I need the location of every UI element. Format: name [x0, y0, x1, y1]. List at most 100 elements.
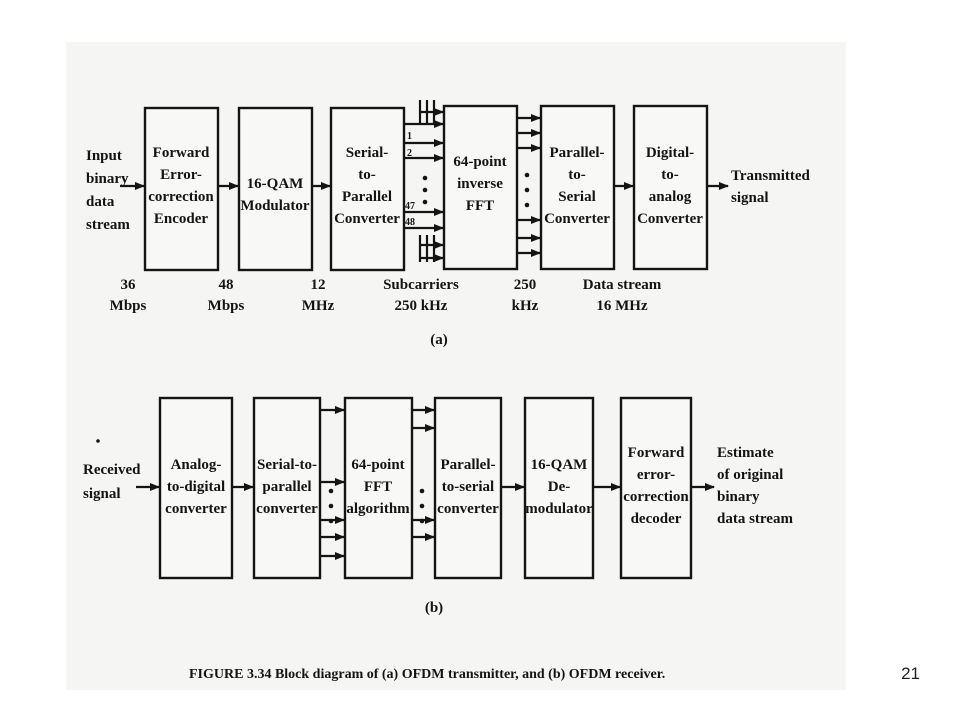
label-line: signal [731, 190, 769, 206]
label-line: to-digital [167, 479, 225, 495]
label-line: kHz [512, 298, 539, 314]
label-line: to- [568, 167, 586, 183]
label-line: FFT [466, 198, 494, 214]
label-line: 16-QAM [247, 176, 304, 192]
rx-bus-1-ellipsis-dot [328, 518, 334, 524]
label-line: 250 [514, 277, 537, 293]
label-line: 250 kHz [395, 298, 448, 314]
tx-qam-modulator-block: 16-QAM Modulator [237, 106, 314, 272]
label-line: Error- [160, 167, 202, 183]
tx-rate-subcarriers: Subcarriers 250 kHz [383, 277, 459, 314]
tx-bus-in-ellipsis-dot [422, 187, 428, 193]
label-line: Estimate [717, 445, 774, 461]
tx-caption: (a) [430, 332, 448, 348]
tx-subcarrier-index-2: 2 [407, 148, 412, 159]
label-line: analog [649, 189, 692, 205]
receiver-diagram: Received signal Analog-to-digital converte… [83, 396, 793, 616]
label-line: parallel [262, 479, 311, 495]
rx-fec-decoder-label: Forward error-correction decoder [623, 445, 689, 527]
label-line: correction [148, 189, 214, 205]
figure-caption: FIGURE 3.34 Block diagram of (a) OFDM tr… [189, 667, 665, 682]
scan-speck [96, 439, 100, 443]
rx-bus-2-ellipsis-dot [419, 503, 425, 509]
label-line: Analog- [171, 457, 222, 473]
label-line: data stream [717, 511, 793, 527]
label-line: De- [548, 479, 571, 495]
label-line: Modulator [240, 198, 310, 214]
label-line: Subcarriers [383, 277, 459, 293]
rx-fec-decoder-block: Forward error-correction decoder [619, 396, 693, 580]
label-line: converter [165, 501, 227, 517]
label-line: to- [661, 167, 679, 183]
rx-bus-2-ellipsis-dot [419, 488, 425, 494]
rx-adc-block: Analog-to-digital converter [158, 396, 234, 580]
tx-subcarrier-index-47: 47 [405, 201, 415, 212]
label-line: Data stream [583, 277, 662, 293]
label-line: 36 [121, 277, 137, 293]
label-line: Converter [637, 211, 703, 227]
label-line: Received [83, 462, 141, 478]
rx-caption: (b) [425, 600, 443, 616]
rx-parallel-bus-sp-to-fft [320, 406, 345, 560]
label-line: 48 [219, 277, 234, 293]
rx-bus-2-ellipsis-dot [419, 518, 425, 524]
label-line: Parallel- [441, 457, 496, 473]
rx-input-label: Received signal [83, 462, 141, 502]
label-line: of original [717, 467, 783, 483]
label-line: decoder [631, 511, 682, 527]
label-line: inverse [457, 176, 503, 192]
tx-subcarrier-index-48: 48 [405, 217, 415, 228]
tx-rate-fft-out: 250 kHz [512, 277, 539, 314]
label-line: 64-point [453, 154, 506, 170]
label-line: data [86, 194, 115, 210]
rx-parallel-bus-fft-to-ps [412, 406, 435, 541]
label-line: signal [83, 486, 121, 502]
label-line: Converter [334, 211, 400, 227]
label-line: Mbps [208, 298, 245, 314]
rx-bus-1-ellipsis-dot [328, 488, 334, 494]
label-line: MHz [302, 298, 335, 314]
label-line: Forward [628, 445, 685, 461]
label-line: binary [86, 171, 129, 187]
label-line: 16-QAM [531, 457, 588, 473]
label-line: Encoder [154, 211, 209, 227]
tx-bus-in-ellipsis-dot [422, 199, 428, 205]
label-line: Input [86, 148, 122, 164]
label-line: FFT [364, 479, 392, 495]
label-line: Mbps [110, 298, 147, 314]
tx-subcarrier-index-1: 1 [407, 131, 412, 142]
label-line: Parallel [342, 189, 392, 205]
label-line: correction [623, 489, 689, 505]
label-line: to- [358, 167, 376, 183]
label-line: 12 [311, 277, 326, 293]
tx-bus-in-ellipsis-dot [422, 175, 428, 181]
label-line: binary [717, 489, 760, 505]
label-line: error- [637, 467, 675, 483]
page-number: 21 [901, 664, 920, 683]
label-line: Forward [153, 145, 210, 161]
tx-subcarrier-bus-out [517, 114, 541, 257]
label-line: Transmitted [731, 168, 811, 184]
